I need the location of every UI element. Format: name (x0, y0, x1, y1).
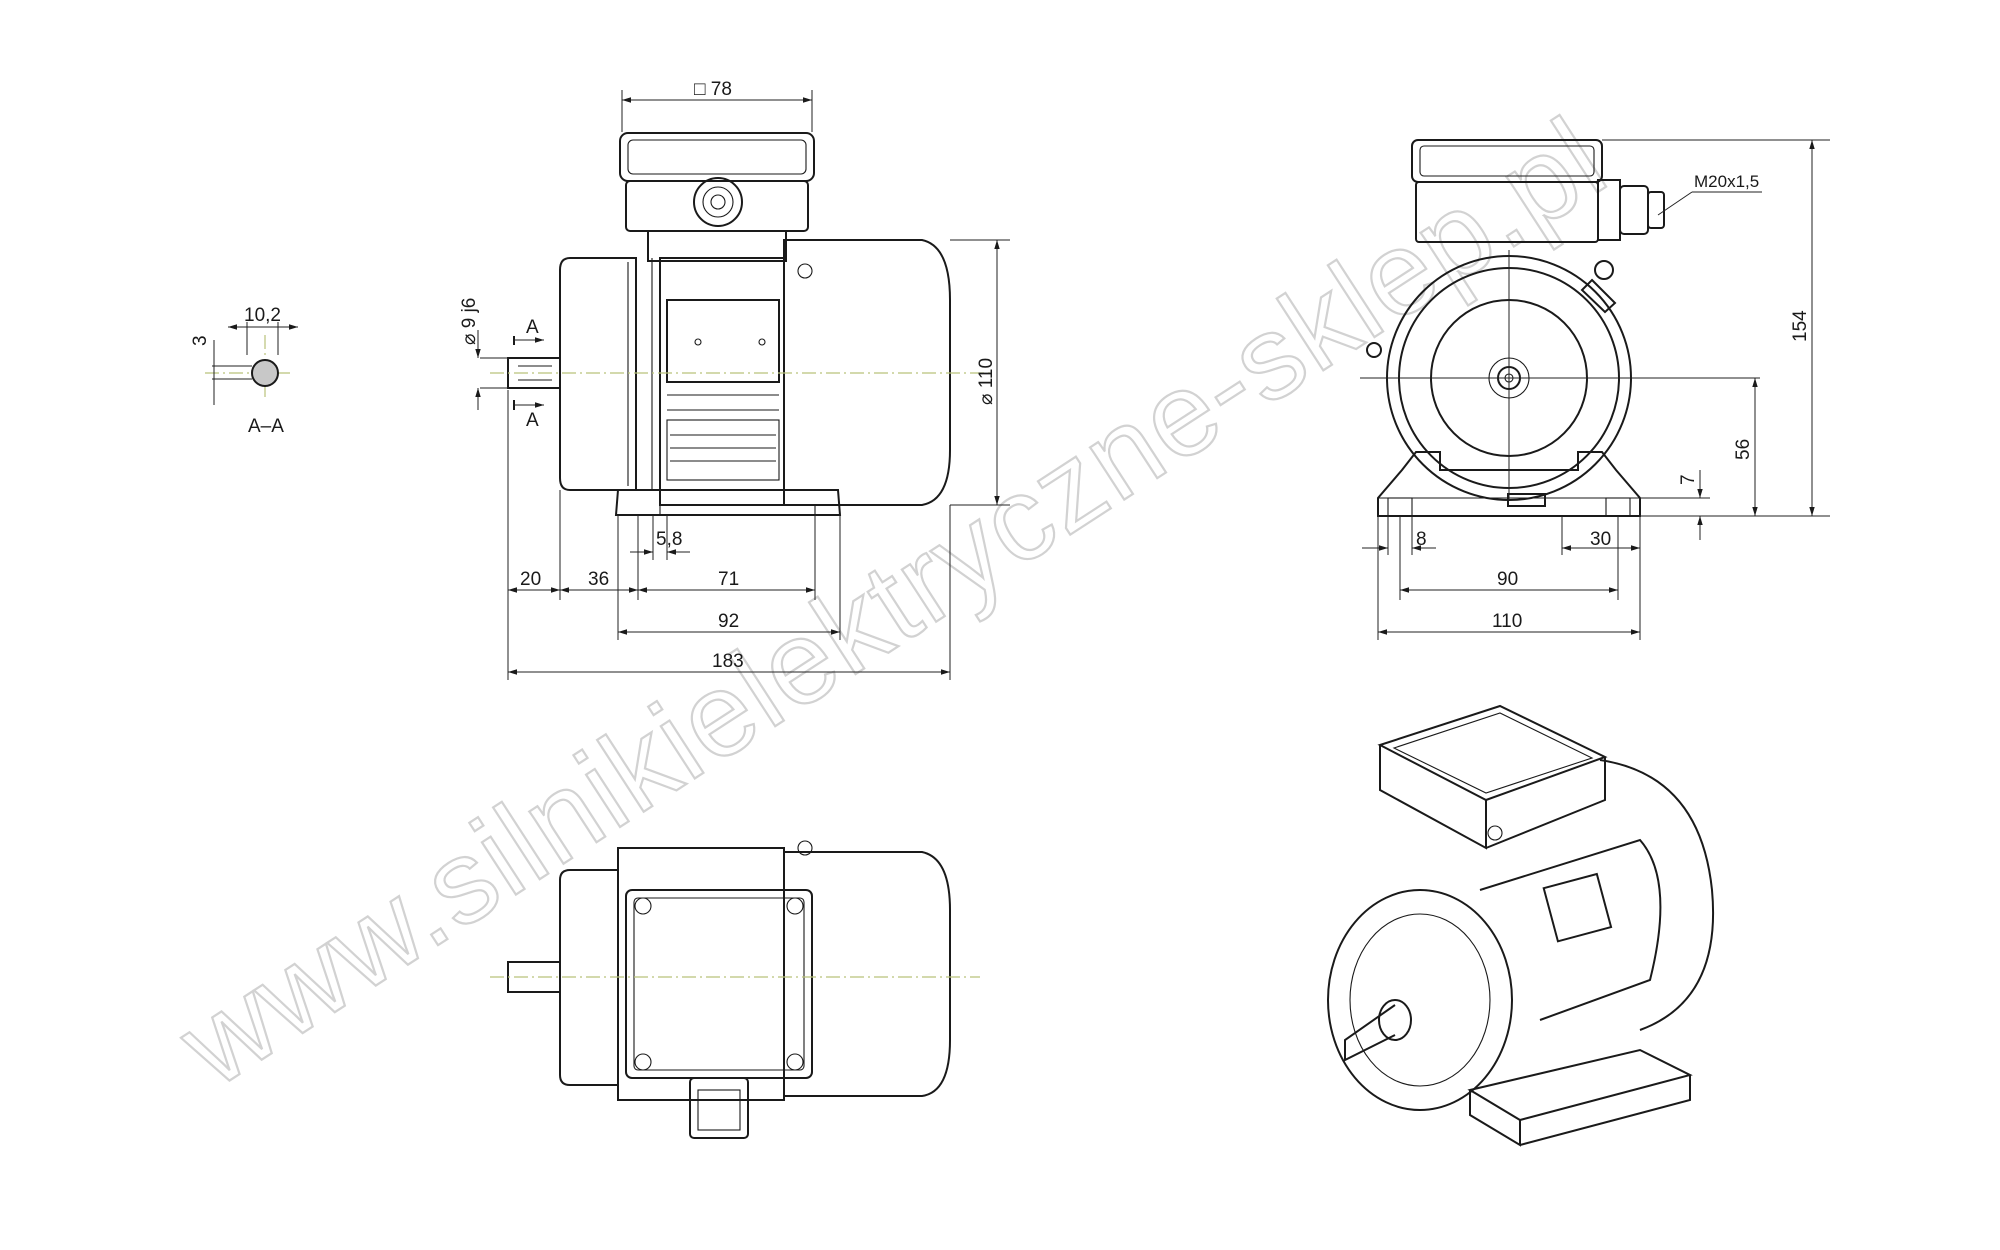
shaft-height-label: 56 (1733, 439, 1754, 460)
foot-edge-label: 30 (1590, 529, 1611, 550)
section-mark-top: A (526, 317, 539, 338)
shoulder-to-foot-hole-label: 36 (588, 569, 609, 590)
side-view: □ 78 ⌀ 110 ⌀ 9 j6 A A 5,8 (459, 79, 1010, 680)
shaft-length-label: 20 (520, 569, 541, 590)
foot-width-label: 110 (1492, 611, 1522, 632)
section-title: A–A (248, 416, 284, 437)
foot-hole-label: 5,8 (656, 529, 682, 550)
body-diameter-label: ⌀ 110 (976, 358, 997, 405)
foot-hole-spacing-label: 71 (718, 569, 739, 590)
overall-length-label: 183 (712, 651, 744, 672)
shaft-diameter-label: ⌀ 9 j6 (459, 298, 480, 345)
overall-height-label: 154 (1790, 310, 1811, 342)
cable-gland-label: M20x1,5 (1694, 172, 1759, 191)
foot-hole-width-label: 8 (1416, 529, 1427, 550)
watermark: www.silnikielektryczne-sklep.pl (156, 92, 1628, 1112)
section-a-a: 10,2 3 A–A (190, 305, 298, 437)
key-width-label: 10,2 (244, 305, 281, 326)
key-depth-label: 3 (190, 335, 211, 346)
top-view (490, 840, 980, 1139)
end-view: M20x1,5 154 56 7 (1360, 139, 1830, 640)
terminal-box-width-label: □ 78 (694, 79, 732, 100)
section-mark-bottom: A (526, 410, 539, 431)
foot-length-label: 92 (718, 611, 739, 632)
foot-thickness-label: 7 (1678, 474, 1699, 485)
shaft-section-circle (251, 359, 279, 387)
iso-view (1327, 704, 1714, 1147)
foot-hole-spacing-label: 90 (1497, 569, 1518, 590)
